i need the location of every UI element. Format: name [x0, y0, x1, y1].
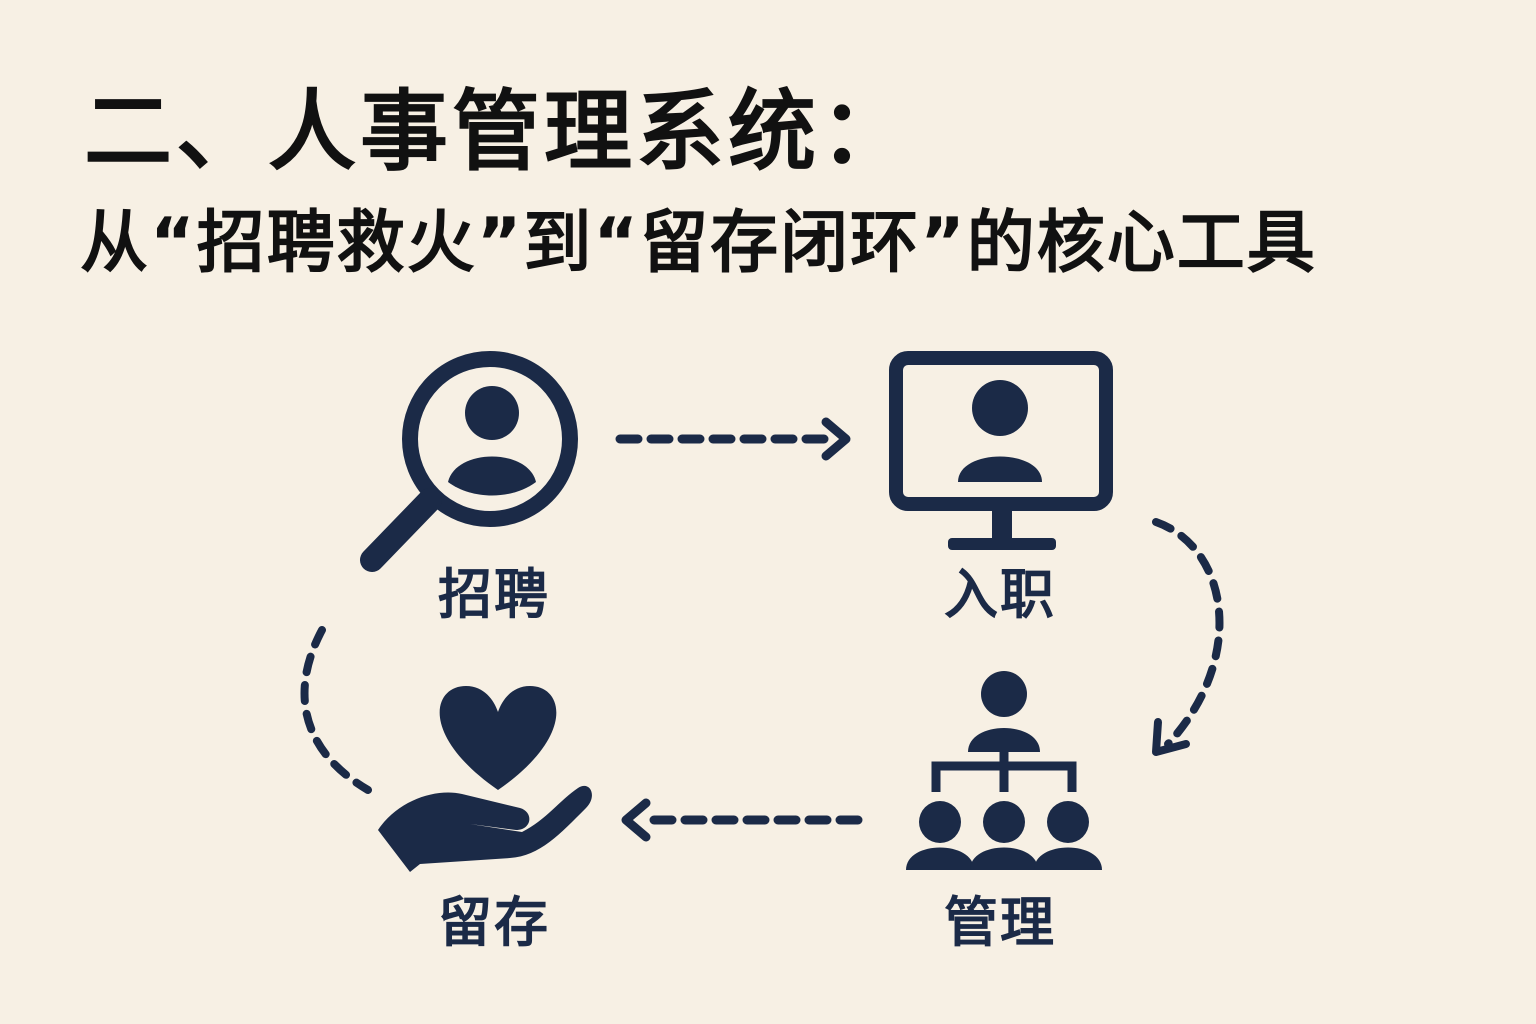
org-chart-icon [906, 671, 1102, 870]
hand-heart-icon [378, 686, 592, 872]
node-label-retain: 留存 [438, 891, 550, 954]
arrow-onboard-to-manage [1152, 518, 1224, 756]
node-label-recruit: 招聘 [438, 563, 550, 626]
node-label-manage: 管理 [944, 891, 1056, 954]
page-subtitle: 从“招聘救火”到“留存闭环”的核心工具 [80, 204, 1317, 283]
arrow-manage-to-retain [621, 798, 863, 842]
monitor-person-icon [889, 351, 1113, 550]
magnifier-person-icon [360, 351, 578, 572]
page-title: 二、人事管理系统： [84, 80, 913, 183]
node-label-onboard: 入职 [944, 563, 1056, 626]
arrow-retain-to-recruit [300, 626, 372, 794]
arrow-recruit-to-onboard [615, 417, 851, 461]
